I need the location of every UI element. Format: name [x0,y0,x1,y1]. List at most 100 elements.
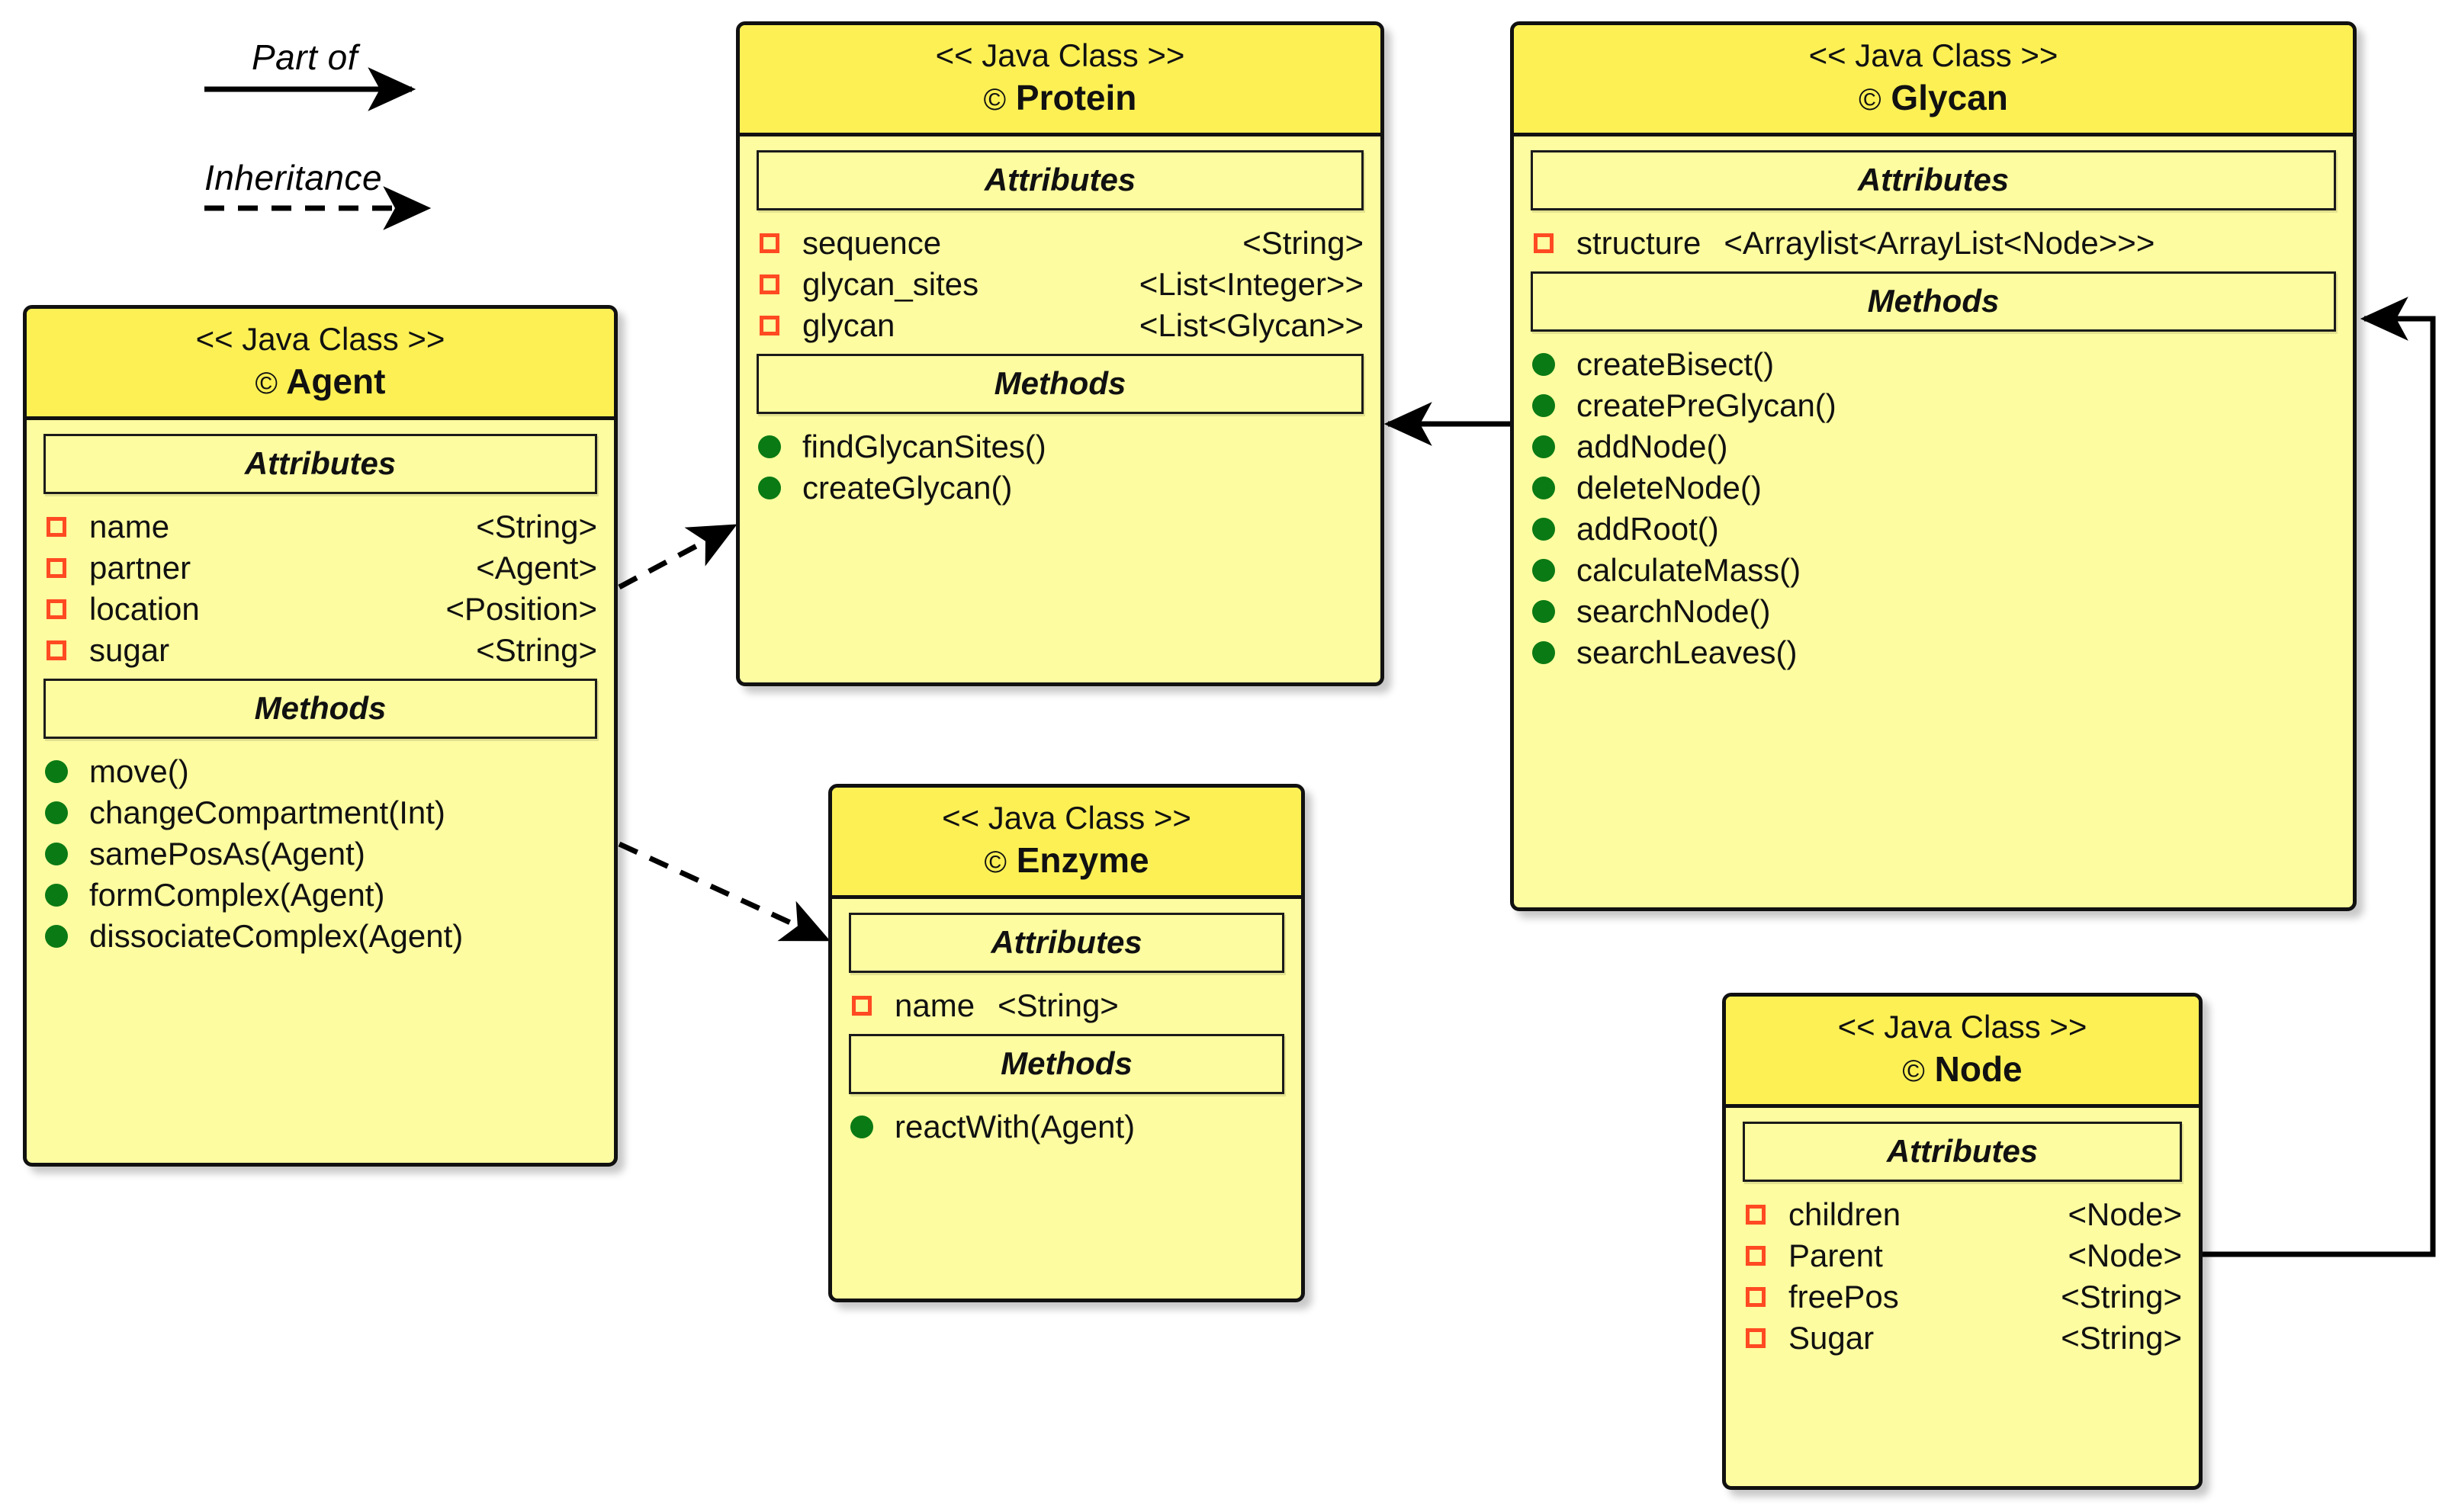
method-marker-icon [1531,518,1557,541]
attribute-name: partner [89,550,191,586]
method-row[interactable]: samePosAs(Agent) [43,833,597,875]
class-box-enzyme[interactable]: << Java Class >> © Enzyme Attributes nam… [828,784,1305,1302]
method-marker-icon [43,925,69,949]
attribute-name: name [89,509,170,545]
class-box-node[interactable]: << Java Class >> © Node Attributes child… [1722,993,2203,1490]
attribute-row[interactable]: sequence <String> [757,223,1364,264]
method-name: addRoot() [1576,511,1719,547]
method-marker-icon [43,843,69,866]
method-marker-icon [1531,435,1557,459]
attribute-type: <String> [1242,225,1364,262]
method-row[interactable]: findGlycanSites() [757,426,1364,467]
method-marker-icon [757,477,782,500]
class-name-protein: © Protein [747,77,1373,119]
attribute-marker-icon [43,640,69,661]
method-row[interactable]: searchNode() [1531,591,2336,632]
method-marker-icon [43,760,69,784]
attribute-type: <Agent> [476,550,597,586]
attribute-name: Sugar [1788,1320,1875,1356]
method-marker-icon [757,435,782,459]
attribute-row[interactable]: structure <Arraylist<ArrayList<Node>>> [1531,223,2336,264]
class-box-glycan[interactable]: << Java Class >> © Glycan Attributes str… [1510,21,2357,911]
attribute-marker-icon [1743,1246,1769,1266]
class-body-glycan: Attributes structure <Arraylist<ArrayLis… [1514,136,2353,696]
attribute-name: Parent [1788,1238,1883,1274]
attribute-row[interactable]: location <Position> [43,589,597,630]
attribute-type: <List<Integer>> [1139,266,1364,303]
method-name: searchNode() [1576,593,1771,630]
method-name: createGlycan() [802,470,1013,506]
attribute-marker-icon [849,996,875,1016]
class-name-glycan: © Glycan [1522,77,2345,119]
attribute-row[interactable]: children <Node> [1743,1194,2182,1235]
section-header-attributes: Attributes [1743,1122,2182,1183]
attribute-list-glycan: structure <Arraylist<ArrayList<Node>>> [1531,215,2336,271]
method-row[interactable]: move() [43,751,597,792]
method-row[interactable]: changeCompartment(Int) [43,792,597,833]
method-marker-icon [43,801,69,825]
method-name: formComplex(Agent) [89,877,385,913]
method-row[interactable]: searchLeaves() [1531,632,2336,673]
class-header-protein: << Java Class >> © Protein [740,25,1380,137]
method-row[interactable]: addNode() [1531,426,2336,467]
copyright-icon: © [984,846,1007,880]
section-header-attributes: Attributes [43,434,597,495]
class-body-agent: Attributes name <String> partner <Agent>… [27,420,614,980]
attribute-name: structure [1576,225,1701,262]
attribute-row[interactable]: Sugar <String> [1743,1318,2182,1359]
attribute-type: <List<Glycan>> [1139,307,1364,344]
method-list-glycan: createBisect() createPreGlycan() addNode… [1531,336,2336,681]
class-body-node: Attributes children <Node> Parent <Node>… [1726,1108,2199,1382]
attribute-type: <Arraylist<ArrayList<Node>>> [1724,225,2155,262]
attribute-marker-icon [757,274,782,295]
section-header-attributes: Attributes [849,913,1284,974]
method-marker-icon [1531,353,1557,377]
attribute-row[interactable]: Parent <Node> [1743,1235,2182,1276]
method-row[interactable]: formComplex(Agent) [43,875,597,916]
method-name: move() [89,753,189,790]
class-body-enzyme: Attributes name <String> Methods reactWi… [832,899,1301,1170]
attribute-row[interactable]: partner <Agent> [43,547,597,589]
attribute-type: <Position> [445,591,597,628]
class-name-enzyme: © Enzyme [840,839,1293,881]
class-header-agent: << Java Class >> © Agent [27,309,614,421]
attribute-type: <String> [476,632,597,669]
section-header-methods: Methods [1531,271,2336,332]
method-marker-icon [1531,641,1557,665]
method-row[interactable]: reactWith(Agent) [849,1106,1284,1148]
method-row[interactable]: addRoot() [1531,509,2336,550]
attribute-row[interactable]: name <String> [849,985,1284,1026]
method-row[interactable]: createBisect() [1531,344,2336,385]
connector-agent-to-enzyme [618,841,831,942]
class-stereotype: << Java Class >> [1837,1009,2087,1045]
attribute-marker-icon [1743,1328,1769,1349]
method-row[interactable]: createGlycan() [757,467,1364,509]
attribute-marker-icon [1743,1287,1769,1308]
attribute-name: sequence [802,225,942,262]
attribute-row[interactable]: sugar <String> [43,630,597,671]
class-name-text: Agent [286,361,386,402]
method-row[interactable]: deleteNode() [1531,467,2336,509]
method-marker-icon [1531,600,1557,624]
method-row[interactable]: createPreGlycan() [1531,385,2336,426]
attribute-row[interactable]: name <String> [43,506,597,547]
attribute-row[interactable]: glycan <List<Glycan>> [757,305,1364,346]
method-marker-icon [1531,477,1557,500]
class-box-agent[interactable]: << Java Class >> © Agent Attributes name… [23,305,618,1167]
attribute-row[interactable]: glycan_sites <List<Integer>> [757,264,1364,305]
attribute-type: <String> [2061,1279,2182,1315]
class-header-glycan: << Java Class >> © Glycan [1514,25,2353,137]
method-list-enzyme: reactWith(Agent) [849,1099,1284,1155]
attribute-name: name [895,987,975,1024]
copyright-icon: © [983,83,1007,117]
method-row[interactable]: calculateMass() [1531,550,2336,591]
method-name: findGlycanSites() [802,429,1046,465]
method-row[interactable]: dissociateComplex(Agent) [43,916,597,957]
method-marker-icon [43,884,69,907]
section-header-attributes: Attributes [757,150,1364,211]
attribute-row[interactable]: freePos <String> [1743,1276,2182,1318]
method-name: reactWith(Agent) [895,1109,1136,1145]
class-box-protein[interactable]: << Java Class >> © Protein Attributes se… [736,21,1384,686]
attribute-marker-icon [1743,1205,1769,1225]
